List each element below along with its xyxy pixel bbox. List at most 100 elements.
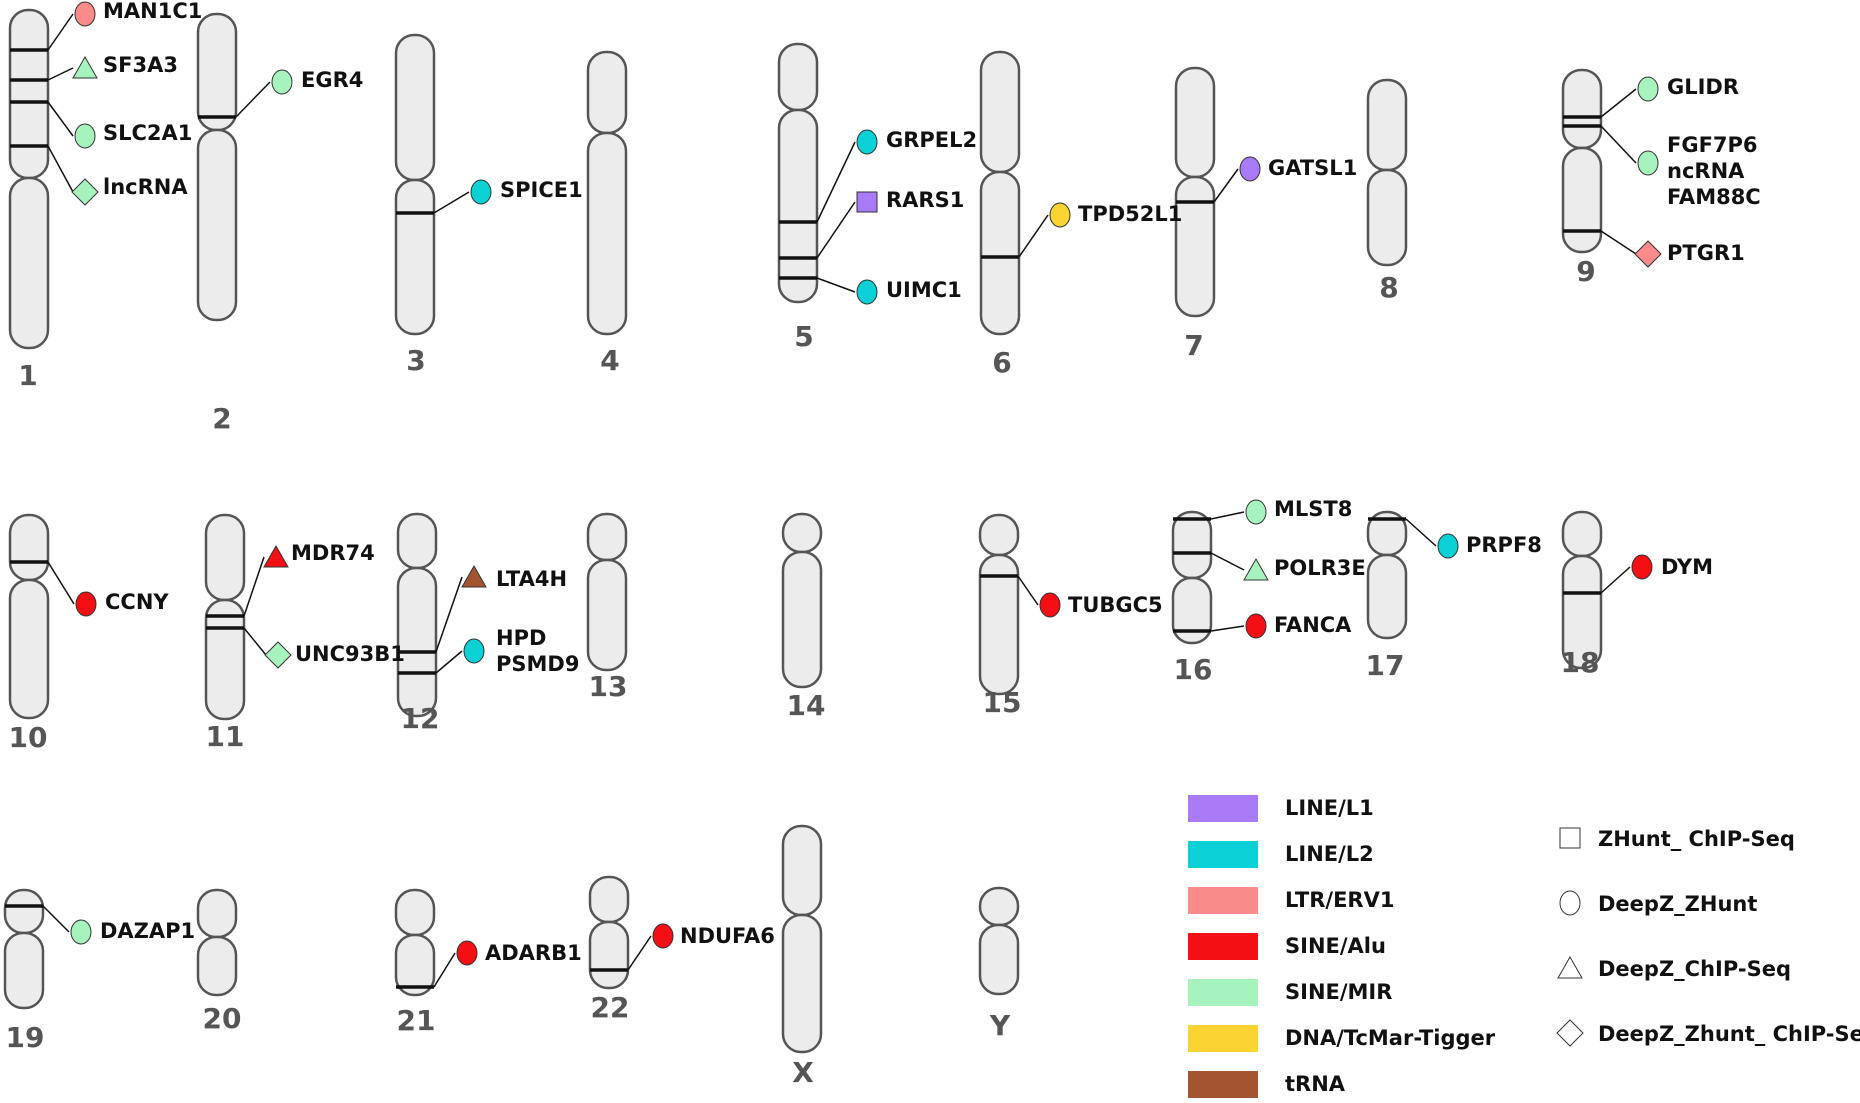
chromosome-label: 2	[212, 402, 231, 435]
chromosome-1-p-arm	[8, 8, 50, 180]
legend-swatch	[1188, 1025, 1258, 1052]
gene-label: FAM88C	[1667, 185, 1761, 209]
gene-label: SLC2A1	[103, 121, 192, 145]
chromosome-label: 5	[794, 320, 813, 353]
chromosome-Y-p-arm	[978, 886, 1020, 927]
gene-annotation: POLR3E	[1173, 551, 1366, 581]
chromosome-Y-q-arm	[978, 923, 1020, 996]
gene-marker	[1239, 156, 1261, 182]
gene-label: ADARB1	[485, 941, 582, 965]
chromosome-4-q-arm	[586, 131, 628, 336]
chromosome-21-q-arm	[394, 933, 436, 997]
gene-marker	[1437, 533, 1459, 559]
chromosome-label: 4	[600, 344, 619, 377]
gene-annotation: PRPF8	[1368, 517, 1542, 559]
gene-label: GRPEL2	[886, 128, 977, 152]
chromosome-11-q-arm	[204, 598, 246, 721]
gene-label: GATSL1	[1268, 156, 1357, 180]
gene-connector	[433, 952, 456, 988]
gene-annotation: MDR74	[206, 541, 375, 618]
chromosome-16: 16	[1171, 510, 1212, 686]
gene-marker	[71, 178, 99, 206]
gene-label: EGR4	[301, 68, 363, 92]
gene-label: RARS1	[886, 188, 964, 212]
chromosome-14-q-arm	[781, 550, 823, 689]
gene-annotation: RARS1	[779, 188, 964, 260]
gene-marker	[1634, 240, 1662, 268]
gene-annotation: SLC2A1	[10, 100, 192, 149]
gene-marker	[856, 279, 878, 305]
gene-label: DAZAP1	[100, 919, 195, 943]
gene-annotation: FANCA	[1173, 613, 1352, 639]
chromosome-label: 19	[6, 1021, 45, 1054]
legend-swatch	[1188, 795, 1258, 822]
chromosome-6-p-arm	[979, 50, 1021, 174]
chromosome-label: 10	[9, 721, 48, 754]
gene-connector	[1600, 88, 1637, 118]
chromosome-18-q-arm	[1561, 554, 1603, 670]
chromosome-8-p-arm	[1366, 78, 1408, 172]
gene-label: PTGR1	[1667, 241, 1745, 265]
chromosome-4-p-arm	[586, 50, 628, 135]
legend-swatch	[1188, 841, 1258, 868]
chromosome-8: 8	[1366, 78, 1408, 304]
gene-annotation: MLST8	[1173, 497, 1352, 525]
gene-annotation: ADARB1	[396, 940, 582, 989]
gene-connector	[627, 935, 652, 971]
legend-label: SINE/MIR	[1285, 980, 1392, 1004]
gene-label: NDUFA6	[680, 924, 775, 948]
gene-marker	[463, 638, 485, 664]
gene-annotation: MAN1C1	[10, 0, 202, 52]
gene-label: FGF7P6	[1667, 133, 1758, 157]
legend-shape-diamond-icon	[1556, 1019, 1584, 1047]
legend-label: LINE/L1	[1285, 796, 1374, 820]
chromosome-7-p-arm	[1174, 66, 1216, 179]
gene-label: FANCA	[1274, 613, 1352, 637]
chromosome-20: 20	[196, 888, 241, 1035]
legend-swatch	[1188, 979, 1258, 1006]
chromosome-14-p-arm	[781, 512, 823, 554]
legend-label: LTR/ERV1	[1285, 888, 1394, 912]
chromosome-label: 22	[591, 991, 630, 1024]
gene-marker	[856, 191, 878, 213]
legend-swatch	[1188, 933, 1258, 960]
gene-marker	[1637, 150, 1659, 176]
gene-label: PRPF8	[1466, 533, 1542, 557]
gene-label: SPICE1	[500, 178, 583, 202]
chromosome-19-p-arm	[3, 888, 45, 935]
gene-label: HPD	[496, 626, 546, 650]
chromosome-label: 18	[1561, 646, 1600, 679]
chromosome-12-q-arm	[396, 566, 438, 718]
chromosome-14: 14	[781, 512, 825, 722]
gene-marker	[271, 69, 293, 95]
legend-label: tRNA	[1285, 1072, 1346, 1096]
chromosome-13-q-arm	[586, 558, 628, 672]
gene-marker	[652, 923, 674, 949]
gene-annotation: GLIDR	[1563, 75, 1739, 119]
gene-connector	[1210, 625, 1245, 632]
gene-connector	[47, 145, 74, 193]
chromosome-4: 4	[586, 50, 628, 377]
legend-swatch	[1188, 1071, 1258, 1098]
gene-marker	[1039, 592, 1061, 618]
chromosome-12: 12	[396, 512, 439, 735]
gene-marker	[1049, 202, 1071, 228]
gene-connector	[433, 191, 470, 214]
gene-annotation: TUBGC5	[980, 574, 1163, 618]
chromosome-6-q-arm	[979, 170, 1021, 336]
gene-annotation: SF3A3	[10, 53, 178, 82]
chromosome-22: 22	[588, 875, 630, 1024]
gene-marker	[74, 1, 96, 27]
chromosome-10: 10	[9, 513, 50, 754]
chromosome-17: 17	[1366, 510, 1408, 682]
gene-label: ncRNA	[1667, 159, 1745, 183]
gene-connector	[1600, 125, 1637, 164]
chromosome-X-q-arm	[781, 913, 823, 1054]
gene-connector	[1210, 511, 1245, 520]
gene-marker	[1245, 499, 1267, 525]
chromosome-22-p-arm	[588, 875, 630, 924]
gene-annotation: DAZAP1	[5, 904, 195, 945]
chromosome-20-q-arm	[196, 935, 238, 997]
gene-marker	[856, 129, 878, 155]
